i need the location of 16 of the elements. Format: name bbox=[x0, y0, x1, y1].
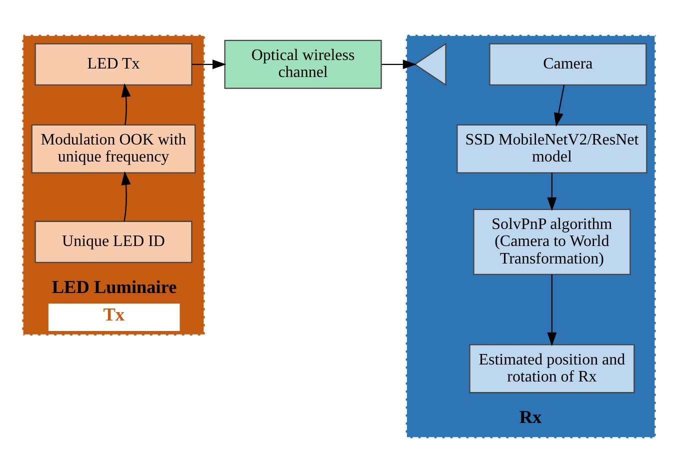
arrow bbox=[547, 274, 557, 346]
arrow bbox=[121, 82, 131, 124]
node-box: SSD MobileNetV2/ResNet model bbox=[456, 124, 648, 173]
node-box: Optical wireless channel bbox=[224, 39, 382, 88]
arrow bbox=[547, 172, 557, 211]
arrow bbox=[382, 59, 417, 69]
arrow bbox=[554, 84, 565, 126]
node-box: SolvPnP algorithm (Camera to World Transformation) bbox=[473, 208, 631, 275]
arrow bbox=[121, 170, 131, 221]
node-box: Camera bbox=[489, 42, 647, 85]
node-box: Modulation OOK with unique frequency bbox=[31, 124, 196, 173]
node-box: Unique LED ID bbox=[34, 220, 192, 263]
arrow bbox=[192, 59, 226, 69]
node-box: Estimated position and rotation of Rx bbox=[469, 344, 635, 393]
node-triangle bbox=[414, 42, 446, 86]
node-box: LED Tx bbox=[34, 42, 192, 85]
